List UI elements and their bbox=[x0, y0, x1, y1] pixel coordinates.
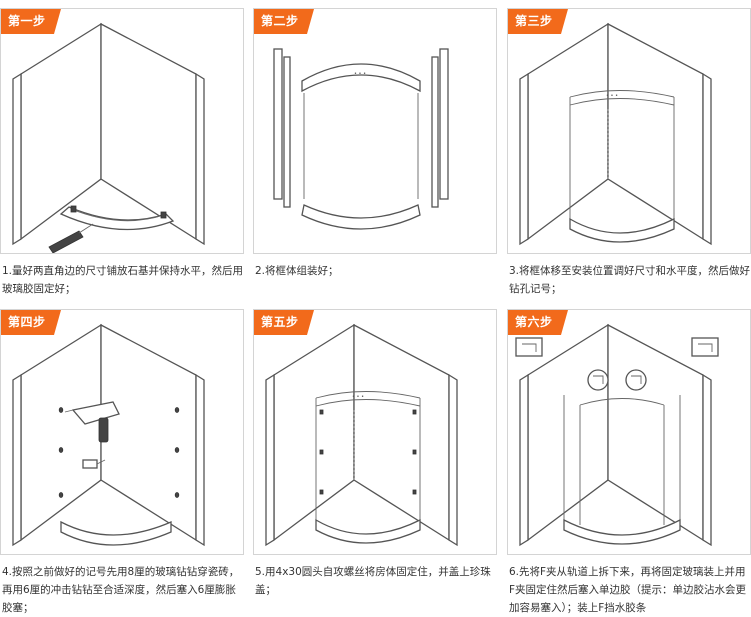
step-3-caption: 3.将框体移至安装位置调好尺寸和水平度，然后做好钻孔记号； bbox=[509, 265, 751, 295]
step-2-label: 第二步 bbox=[254, 9, 313, 34]
svg-text:• • •: • • • bbox=[354, 71, 366, 77]
svg-text:• • •: • • • bbox=[606, 93, 618, 99]
step-1-caption: 1.量好两直角边的尺寸铺放石基并保持水平，然后用玻璃胶固定好； bbox=[2, 265, 244, 295]
svg-text:• • •: • • • bbox=[352, 394, 364, 400]
step-1-panel: 第一步 bbox=[0, 8, 244, 254]
step-2-panel: 第二步 • • • bbox=[253, 8, 497, 254]
step-4-illustration bbox=[12, 323, 205, 547]
step-2-illustration: • • • bbox=[273, 48, 449, 230]
step-2-caption: 2.将框体组装好； bbox=[255, 265, 339, 277]
step-5-label: 第五步 bbox=[254, 310, 313, 335]
step-5-caption: 5.用4x30圆头自攻螺丝将房体固定住，并盖上珍珠盖； bbox=[255, 566, 491, 596]
step-6-label: 第六步 bbox=[508, 310, 567, 335]
step-3-label: 第三步 bbox=[508, 9, 567, 34]
step-6-caption: 6.先将F夹从轨道上拆下来，再将固定玻璃装上并用F夹固定住然后塞入单边胶（提示：… bbox=[509, 566, 747, 614]
step-4-label: 第四步 bbox=[1, 310, 60, 335]
step-1-label: 第一步 bbox=[1, 9, 60, 34]
step-4-caption: 4.按照之前做好的记号先用8厘的玻璃钻钻穿瓷砖，再用6厘的冲击钻钻至合适深度，然… bbox=[2, 566, 240, 614]
step-3-panel: 第三步 • • • bbox=[507, 8, 751, 254]
step-6-illustration bbox=[515, 323, 719, 547]
step-6-panel: 第六步 bbox=[507, 309, 751, 555]
step-5-illustration: • • • bbox=[265, 323, 458, 547]
step-3-illustration: • • • bbox=[519, 22, 712, 246]
step-5-panel: 第五步 • • • bbox=[253, 309, 497, 555]
step-4-panel: 第四步 bbox=[0, 309, 244, 555]
step-1-illustration bbox=[12, 22, 205, 253]
